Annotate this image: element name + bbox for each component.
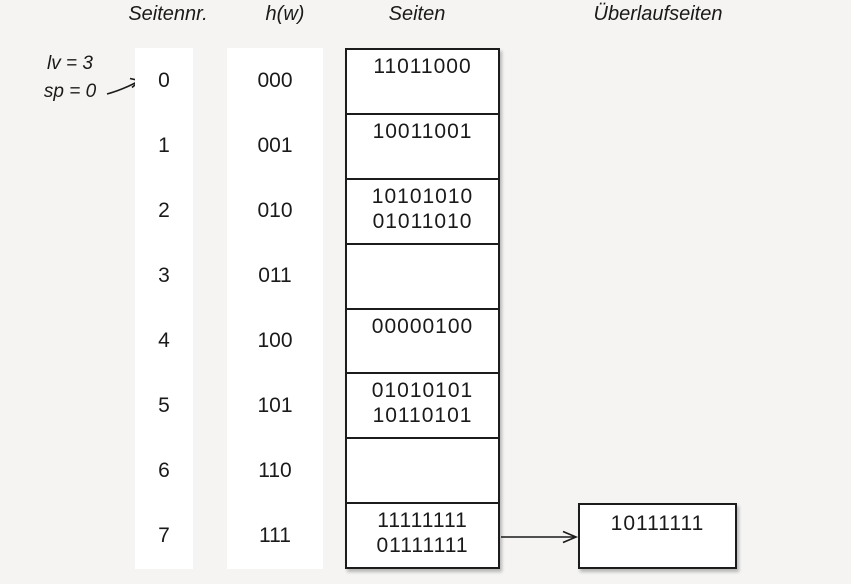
overflow-page-entry: 10111111 <box>610 512 705 535</box>
hash-value-label: 100 <box>257 329 293 353</box>
header-pages: Seiten <box>388 3 446 25</box>
hash-value-label: 000 <box>257 68 293 92</box>
page-number-column: 0 1 2 3 4 5 6 7 <box>135 48 193 569</box>
overflow-arrow-icon <box>501 530 579 544</box>
overflow-page-box: 10111111 <box>578 503 737 569</box>
page-number-label: 5 <box>158 394 170 418</box>
hash-value-label: 001 <box>257 133 293 157</box>
hash-value-label: 111 <box>259 524 291 548</box>
page-entry: 01111111 <box>376 534 469 558</box>
hash-value-label: 010 <box>257 198 293 222</box>
page-number-label: 7 <box>158 524 170 548</box>
page-entry: 10011001 <box>372 119 473 143</box>
page-cell <box>347 439 498 505</box>
state-annotation: lv = 3 sp = 0 <box>28 50 112 106</box>
page-number-label: 6 <box>158 459 170 483</box>
page-number-label: 0 <box>158 68 170 92</box>
page-cell <box>347 245 498 310</box>
hash-value-label: 011 <box>258 263 292 287</box>
hash-value-label: 101 <box>257 394 293 418</box>
header-hash-function: h(w) <box>265 3 305 25</box>
level-value: lv = 3 <box>47 53 93 74</box>
page-entry: 11011000 <box>373 55 472 78</box>
page-entry: 01010101 <box>371 379 474 403</box>
hash-value-column: 000 001 010 011 100 101 110 111 <box>227 48 323 569</box>
page-entry: 00000100 <box>371 314 474 338</box>
header-overflow-pages: Überlaufseiten <box>593 3 723 25</box>
page-cell: 00000100 <box>347 310 498 375</box>
hash-value-label: 110 <box>258 459 292 483</box>
page-cell: 10011001 <box>347 115 498 180</box>
split-pointer-value: sp = 0 <box>43 81 97 102</box>
page-number-label: 4 <box>158 329 170 353</box>
page-cell: 11011000 <box>347 50 498 115</box>
page-number-label: 3 <box>158 263 170 287</box>
page-entry: 11111111 <box>377 509 468 533</box>
page-entry: 10110101 <box>372 404 473 428</box>
page-number-label: 1 <box>158 133 170 157</box>
header-page-number: Seitennr. <box>128 3 208 25</box>
page-number-label: 2 <box>158 198 170 222</box>
page-entry: 01011010 <box>372 209 473 233</box>
page-entry: 10101010 <box>371 184 474 208</box>
